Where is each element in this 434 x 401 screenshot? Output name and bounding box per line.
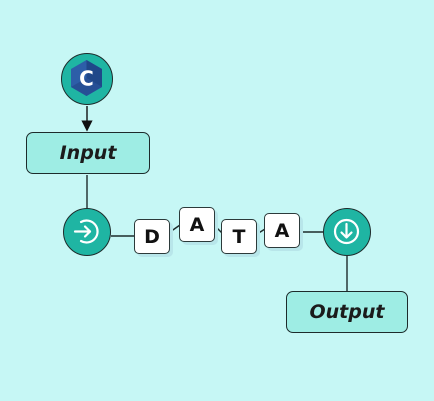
enter-arrow-icon <box>63 208 111 256</box>
download-arrow-icon <box>323 208 371 256</box>
input-node: Input <box>26 132 150 174</box>
c-logo-glyph: C <box>79 67 94 91</box>
data-letter-tile: T <box>221 219 257 254</box>
output-label: Output <box>309 301 385 323</box>
data-letter-tile: D <box>134 219 170 254</box>
line-d-to-a <box>169 224 181 233</box>
data-letter-tile: A <box>179 207 215 242</box>
data-letter-tile: A <box>264 213 300 248</box>
output-node: Output <box>286 291 408 333</box>
c-language-logo-icon: C <box>61 53 113 105</box>
c-hexagon-icon: C <box>71 60 102 96</box>
line-a-to-t <box>214 225 223 234</box>
line-t-to-a <box>256 228 266 235</box>
input-label: Input <box>59 142 117 164</box>
